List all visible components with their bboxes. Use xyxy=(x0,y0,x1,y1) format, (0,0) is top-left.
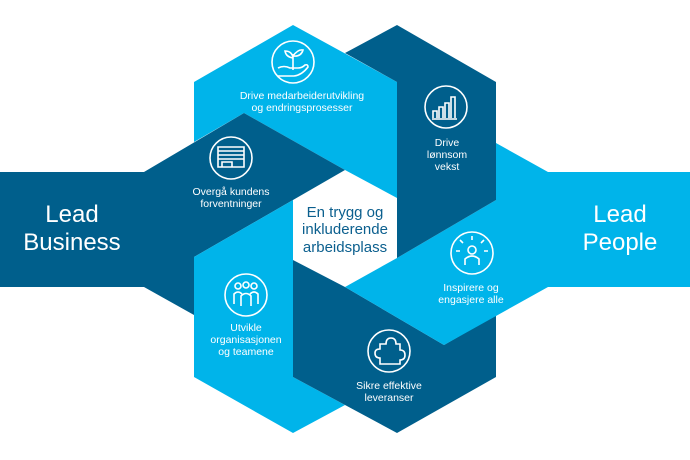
segment-label: og endringsprosesser xyxy=(252,102,353,114)
puzzle-piece-icon xyxy=(367,329,411,373)
segment-label: forventninger xyxy=(200,198,262,210)
segment-label: Drive medarbeiderutvikling xyxy=(240,90,364,102)
segment-label: organisasjonen xyxy=(210,334,281,346)
segment-shape-drive-medarbeider xyxy=(194,25,397,198)
segment-label: Drive xyxy=(435,137,460,149)
segment-label: engasjere alle xyxy=(438,294,504,306)
group-people-icon xyxy=(224,273,268,317)
band-lead-people xyxy=(345,143,690,345)
segment-label: Utvikle xyxy=(230,322,262,334)
segment-label: og teamene xyxy=(218,346,274,358)
segment-label: vekst xyxy=(435,161,460,173)
center-text-line3: arbeidsplass xyxy=(303,239,387,256)
segment-shape-sikre xyxy=(293,260,496,433)
inspired-person-icon xyxy=(450,231,494,275)
bar-chart-icon xyxy=(424,85,468,129)
band-lead-business xyxy=(0,113,345,315)
segment-shape-drive-lonnsom xyxy=(345,25,496,258)
segment-label: leveranser xyxy=(364,392,414,404)
segment-label: Overgå kundens xyxy=(192,186,269,198)
lead-people-line1: Lead xyxy=(593,201,646,228)
lead-business-line1: Lead xyxy=(45,201,98,228)
plant-in-hand-icon xyxy=(271,40,315,84)
lead-business-line2: Business xyxy=(23,229,120,256)
lead-people-line2: People xyxy=(583,229,658,256)
segment-label: Sikre effektive xyxy=(356,380,422,392)
segment-label: Inspirere og xyxy=(443,282,499,294)
center-text-line1: En trygg og xyxy=(307,204,384,221)
storefront-icon xyxy=(209,136,253,180)
center-text-line2: inkluderende xyxy=(302,221,388,238)
segment-shape-utvikle xyxy=(194,200,345,433)
segment-label: lønnsom xyxy=(427,149,468,161)
